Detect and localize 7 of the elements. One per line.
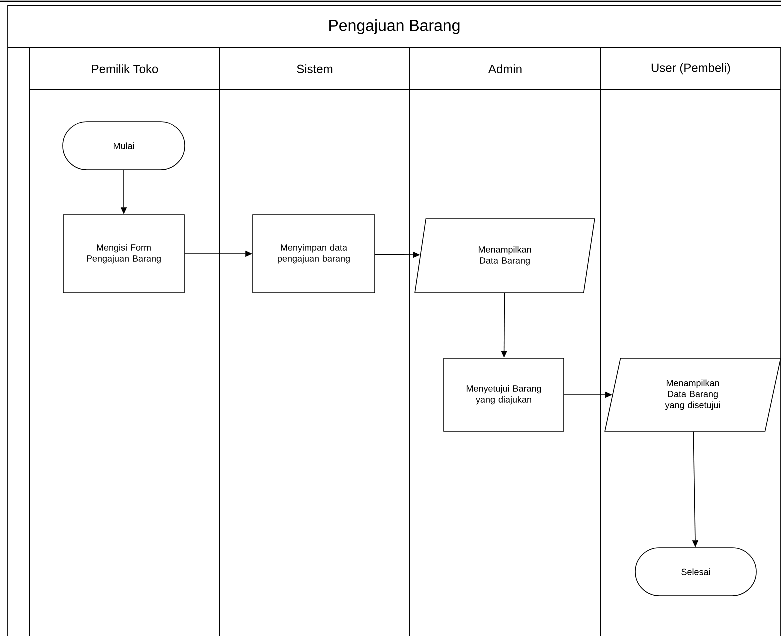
data-parallelogram: Menampilkan Data Barang yang disetujui bbox=[604, 358, 781, 432]
process-box: Menyimpan data pengajuan barang bbox=[252, 214, 376, 294]
terminator: Mulai bbox=[62, 122, 186, 170]
data-parallelogram: Menampilkan Data Barang bbox=[414, 218, 596, 294]
terminator: Selesai bbox=[635, 548, 757, 596]
process-box: Mengisi Form Pengajuan Barang bbox=[63, 214, 185, 294]
process-box: Menyetujui Barang yang diajukan bbox=[444, 358, 564, 432]
